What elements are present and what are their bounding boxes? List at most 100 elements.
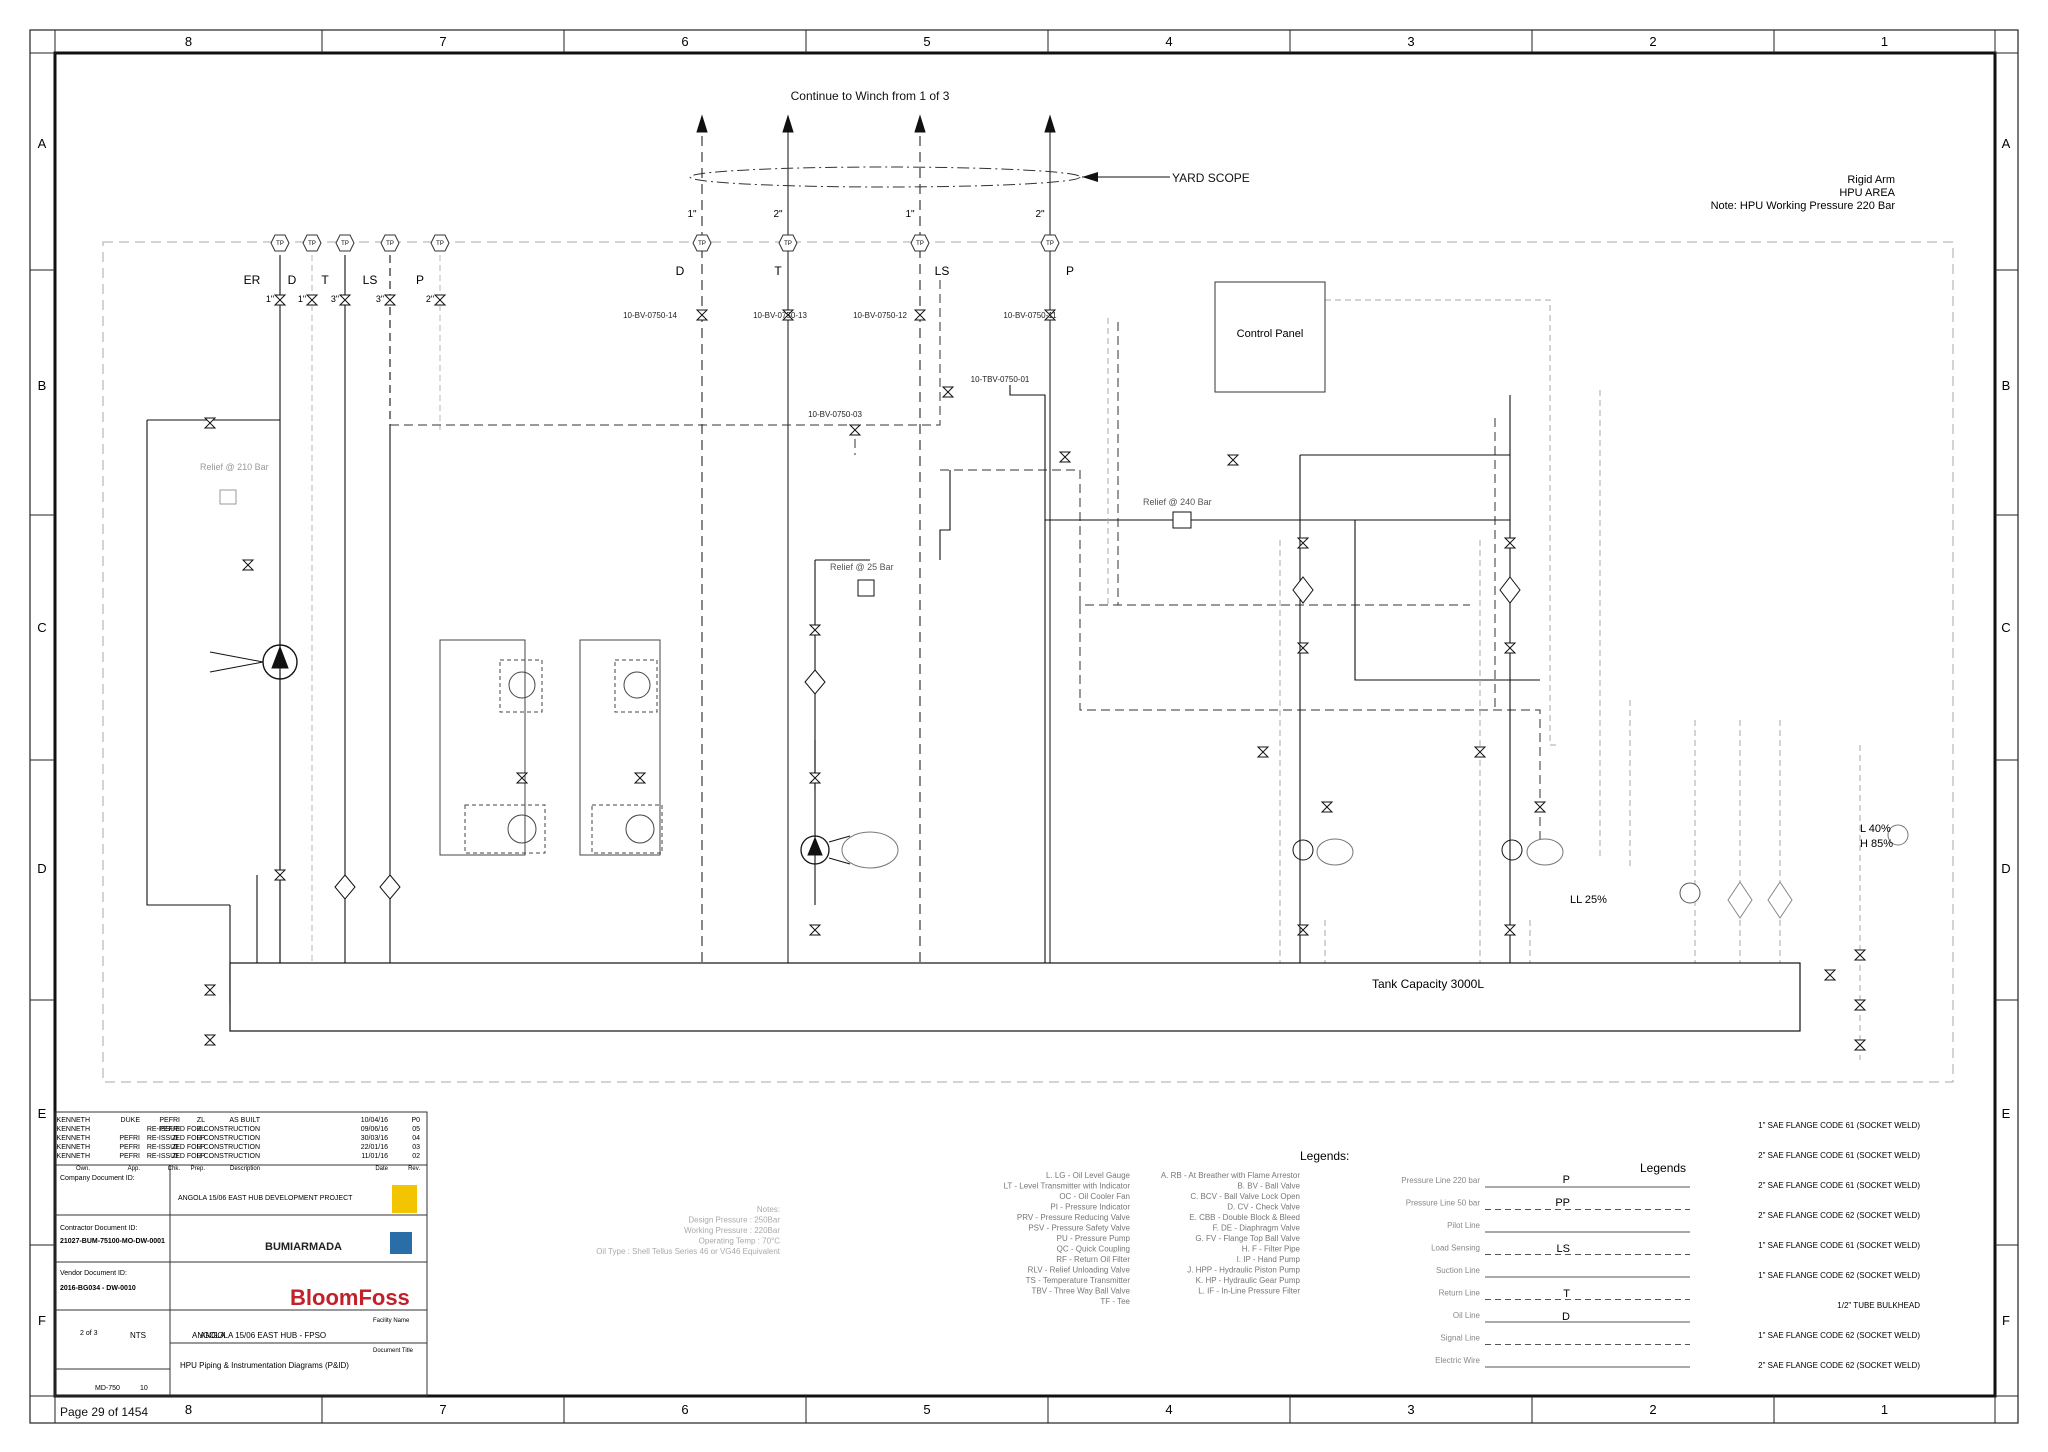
valve-symbol: [1503, 642, 1517, 654]
legend-item: TS - Temperature Transmitter: [1026, 1276, 1131, 1285]
tp-connection-item: 2" SAE FLANGE CODE 62 (SOCKET WELD): [1758, 1211, 1920, 1220]
legend-item: PRV - Pressure Reducing Valve: [1017, 1213, 1131, 1222]
line-tag: 10-BV-0750-12: [853, 311, 907, 320]
valve-symbol: [1296, 537, 1310, 549]
valve-symbol: [1226, 454, 1240, 466]
revision-cell: RE-ISSUED FOR CONSTRUCTION: [147, 1144, 260, 1151]
legend-item: A. RB - At Breather with Flame Arrestor: [1161, 1171, 1300, 1180]
valve-symbol: [781, 309, 795, 321]
revision-cell: LP: [196, 1153, 205, 1160]
revision-cell: RE-ISSUED FOR CONSTRUCTION: [147, 1126, 260, 1133]
valve-symbol: [1853, 1039, 1867, 1051]
contractor-id: 21027-BUM-75100-MO-DW-0001: [60, 1238, 165, 1245]
valve-symbol: [1320, 801, 1334, 813]
legend-item: J. HPP - Hydraulic Piston Pump: [1187, 1266, 1300, 1275]
col-label-top: 3: [1407, 34, 1414, 49]
col-label-bottom: 2: [1649, 1402, 1656, 1417]
port-size-left: 3": [376, 294, 384, 304]
row-label-left: D: [37, 861, 46, 876]
tp-connection-item: 1" SAE FLANGE CODE 61 (SOCKET WELD): [1758, 1241, 1920, 1250]
legend-line-desc: Pilot Line: [1447, 1221, 1480, 1230]
valve-symbol: [515, 772, 529, 784]
legend-line-code: LS: [1557, 1243, 1570, 1255]
revision-cell: PEFRI: [119, 1153, 140, 1160]
legend-item: C. BCV - Ball Valve Lock Open: [1190, 1192, 1300, 1201]
valve-symbol: [1533, 801, 1547, 813]
level-low-label: L 40%: [1860, 823, 1891, 835]
col-label-top: 2: [1649, 34, 1656, 49]
revision-cell: 04: [412, 1135, 420, 1142]
revision-cell: 30/03/16: [361, 1135, 388, 1142]
legend-item: F. DE - Diaphragm Valve: [1213, 1224, 1301, 1233]
legend-block-1: Legends: A. RB - At Breather with Flame …: [596, 1149, 1349, 1306]
port-label-mid: T: [774, 264, 782, 278]
valve-symbol: [383, 294, 397, 306]
revision-cell: RE-ISSUED FOR CONSTRUCTION: [147, 1153, 260, 1160]
valve-symbol: [941, 386, 955, 398]
eni-logo: [392, 1185, 417, 1213]
col-label-bottom: 6: [681, 1402, 688, 1417]
row-label-left: A: [38, 136, 47, 151]
line-tag: 10-TBV-0750-01: [971, 375, 1030, 384]
legend-line-desc: Suction Line: [1436, 1266, 1481, 1275]
col-label-bottom: 5: [923, 1402, 930, 1417]
valve-symbol: [808, 772, 822, 784]
tp-tag-left-label: TP: [386, 241, 394, 247]
tp-tag-left-shape: [380, 234, 400, 252]
page-footer: Page 29 of 1454: [60, 1405, 149, 1419]
valves: [203, 294, 1867, 1051]
yard-scope-label: YARD SCOPE: [1172, 171, 1250, 185]
area-note-line-3: Note: HPU Working Pressure 220 Bar: [1711, 200, 1896, 212]
valve-symbol: [808, 924, 822, 936]
tp-tag-left-shape: [430, 234, 450, 252]
upward-flow-arrows: [696, 114, 1056, 1005]
top-caption: Continue to Winch from 1 of 3: [791, 89, 950, 103]
port-size-mid: 1": [687, 209, 697, 220]
row-label-right: F: [2002, 1313, 2010, 1328]
legend-item: E. CBB - Double Block & Bleed: [1189, 1213, 1300, 1222]
legend-title-2: Legends: [1640, 1161, 1686, 1175]
tp-tag-mid-shape: [1040, 234, 1060, 252]
legend-line-desc: Oil Line: [1453, 1311, 1481, 1320]
legend-line-desc: Return Line: [1439, 1289, 1481, 1298]
sheet: 2 of 3: [80, 1330, 98, 1337]
pump-motor-mid: [800, 831, 899, 869]
valve-symbol: [1823, 969, 1837, 981]
left-port-lines: [279, 255, 441, 1005]
port-labels-left: ER1"D1"T3"LS3"P2": [244, 273, 434, 304]
port-label-mid: LS: [935, 264, 950, 278]
revision-cell: ZL: [172, 1153, 180, 1160]
revision-cell: ZL: [197, 1117, 205, 1124]
col-label-top: 6: [681, 34, 688, 49]
legend-item: PI - Pressure Indicator: [1050, 1203, 1130, 1212]
tp-tag-left-shape: [302, 234, 322, 252]
vendor-id: 2016-BG034 - DW-0010: [60, 1285, 136, 1292]
legend-line-desc: Signal Line: [1440, 1334, 1480, 1343]
legend-note: Operating Temp : 70°C: [699, 1237, 781, 1246]
pump-units-right: [1292, 838, 1564, 866]
legend-line-desc: Pressure Line 50 bar: [1406, 1199, 1481, 1208]
port-size-mid: 2": [773, 209, 783, 220]
tp-connection-item: 2" SAE FLANGE CODE 62 (SOCKET WELD): [1758, 1361, 1920, 1370]
bumiarmada-logo: BUMIARMADA: [265, 1241, 342, 1253]
port-size-mid: 2": [1035, 209, 1045, 220]
facility-label: Facility Name: [373, 1318, 410, 1324]
revision-cell: LP: [196, 1144, 205, 1151]
project-name: ANGOLA 15/06 EAST HUB DEVELOPMENT PROJEC…: [178, 1195, 353, 1202]
port-labels-mid: D1"T2"LS1"P2": [676, 209, 1074, 278]
contractor-label: Contractor Document ID:: [60, 1225, 137, 1232]
revision-cell: 10/04/16: [361, 1117, 388, 1124]
tp-tag-mid-label: TP: [1046, 241, 1054, 247]
level-transmitter: [1887, 824, 1909, 846]
valve-symbol: [1043, 309, 1057, 321]
relief-valves: [219, 489, 1192, 597]
legend-item: G. FV - Flange Top Ball Valve: [1195, 1234, 1300, 1243]
tp-tag-left-label: TP: [276, 241, 284, 247]
line-tag: 10-BV-0750-13: [753, 311, 807, 320]
revision-cell: PEFRI: [159, 1126, 180, 1133]
valve-symbol: [695, 309, 709, 321]
tp-connection-item: 1" SAE FLANGE CODE 62 (SOCKET WELD): [1758, 1271, 1920, 1280]
valve-symbol: [808, 624, 822, 636]
